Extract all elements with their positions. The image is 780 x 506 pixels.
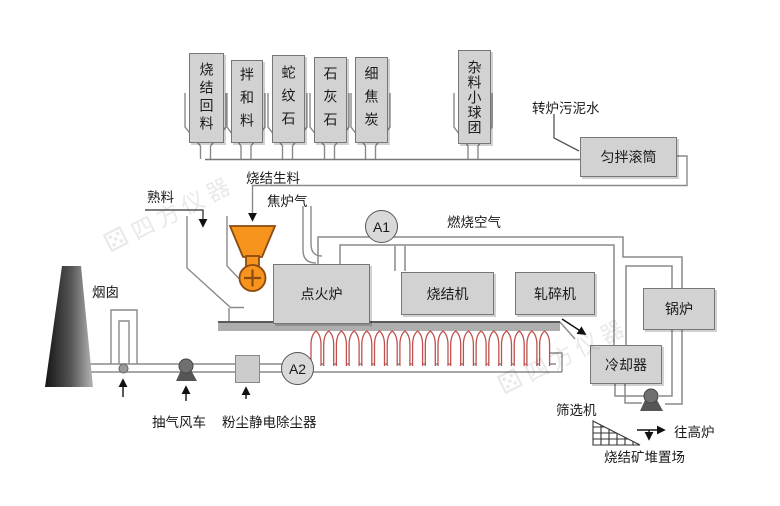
hopper-limestone: 石灰石	[314, 57, 347, 143]
coke-gas-pipe	[302, 206, 323, 264]
hopper-mix-material-label: 拌和料	[239, 67, 255, 136]
sensor-a1-label: A1	[372, 218, 391, 235]
hopper-fine-coke-label: 细焦炭	[363, 65, 380, 135]
hopper-sinter-return: 烧结回料	[189, 53, 224, 143]
chimney-shape	[45, 266, 93, 387]
flame-row	[310, 330, 551, 366]
air-pipes	[317, 236, 683, 405]
pointer-arrows	[118, 378, 251, 401]
esp-label: 粉尘静电除尘器	[222, 415, 317, 430]
crusher-box: 轧碎机	[515, 272, 595, 315]
mixing-drum-box: 匀拌滚筒	[580, 137, 677, 177]
cooler-box: 冷却器	[590, 345, 662, 384]
hopper-serpentine-label: 蛇纹石	[280, 64, 297, 134]
sintering-machine-box: 烧结机	[401, 272, 494, 315]
cooler-label: 冷却器	[605, 356, 647, 373]
duct-valve	[118, 363, 129, 374]
exhaust-fan-label: 抽气风车	[152, 415, 206, 430]
esp-box	[235, 355, 260, 383]
sinter-stockyard-label: 烧结矿堆置场	[604, 450, 685, 465]
chimney-label: 烟囱	[92, 285, 119, 300]
sensor-a2: A2	[281, 352, 314, 385]
ignition-furnace-box: 点火炉	[273, 264, 370, 324]
hopper-sinter-return-label: 烧结回料	[198, 62, 215, 134]
hopper-misc-pellets: 杂料小球团	[458, 50, 491, 144]
screening-machine-label: 筛选机	[556, 403, 597, 418]
raw-mix-line	[248, 155, 688, 222]
sinter-raw-material-label: 烧结生料	[246, 171, 300, 186]
boiler-box: 锅炉	[643, 288, 715, 330]
ignition-furnace-label: 点火炉	[300, 286, 343, 302]
sensor-a2-label: A2	[288, 360, 307, 377]
coke-oven-gas-label: 焦炉气	[267, 194, 308, 209]
cooler-fan-symbol	[640, 388, 663, 411]
screen-symbol	[592, 420, 641, 446]
hopper-fine-coke: 细焦炭	[355, 57, 388, 143]
crusher-label: 轧碎机	[534, 285, 576, 302]
to-blast-furnace-label: 往高炉	[674, 425, 715, 440]
hopper-limestone-label: 石灰石	[322, 65, 339, 135]
sintering-machine-label: 烧结机	[426, 285, 469, 302]
hopper-serpentine: 蛇纹石	[272, 55, 305, 143]
mixing-drum-label: 匀拌滚筒	[600, 149, 657, 165]
exhaust-fan-symbol	[176, 358, 197, 381]
sludge-water-pipe	[553, 114, 580, 152]
clinker-arrow	[145, 209, 208, 228]
clinker-label: 熟料	[147, 190, 174, 205]
boiler-label: 锅炉	[665, 301, 693, 317]
hopper-mix-material: 拌和料	[231, 60, 263, 143]
converter-sludge-water-label: 转炉污泥水	[532, 101, 600, 116]
combustion-air-label: 燃烧空气	[447, 215, 501, 230]
sensor-a1: A1	[365, 210, 398, 243]
hopper-misc-pellets-label: 杂料小球团	[466, 59, 483, 135]
feeder-symbol	[228, 225, 277, 292]
